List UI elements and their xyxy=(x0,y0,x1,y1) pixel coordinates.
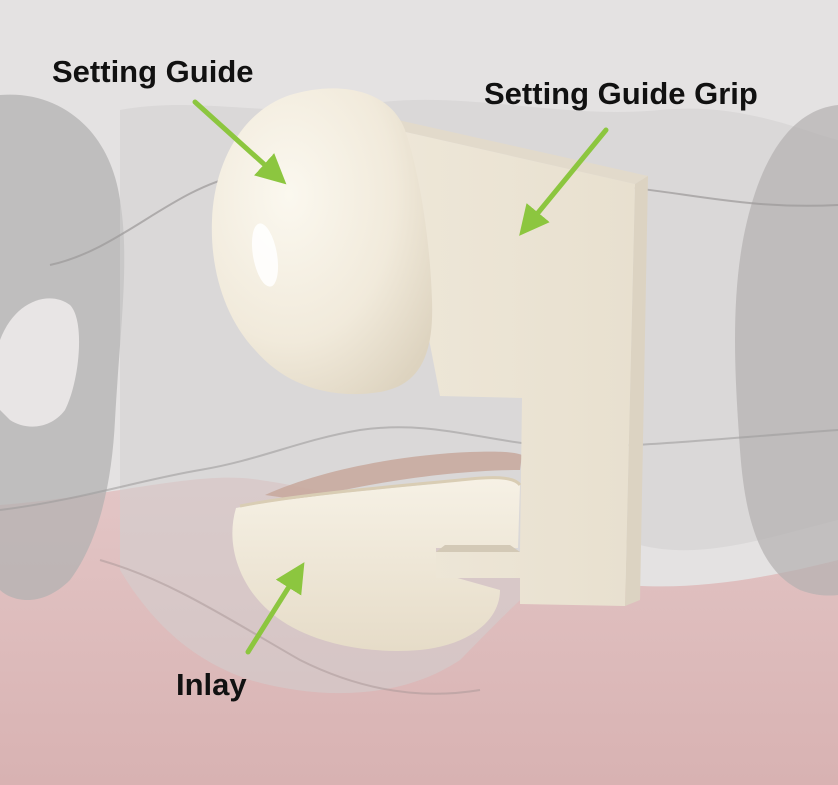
label-setting-guide-grip: Setting Guide Grip xyxy=(484,78,758,109)
grip-notch-face xyxy=(436,545,520,552)
label-inlay: Inlay xyxy=(176,669,247,700)
label-setting-guide: Setting Guide xyxy=(52,56,254,87)
